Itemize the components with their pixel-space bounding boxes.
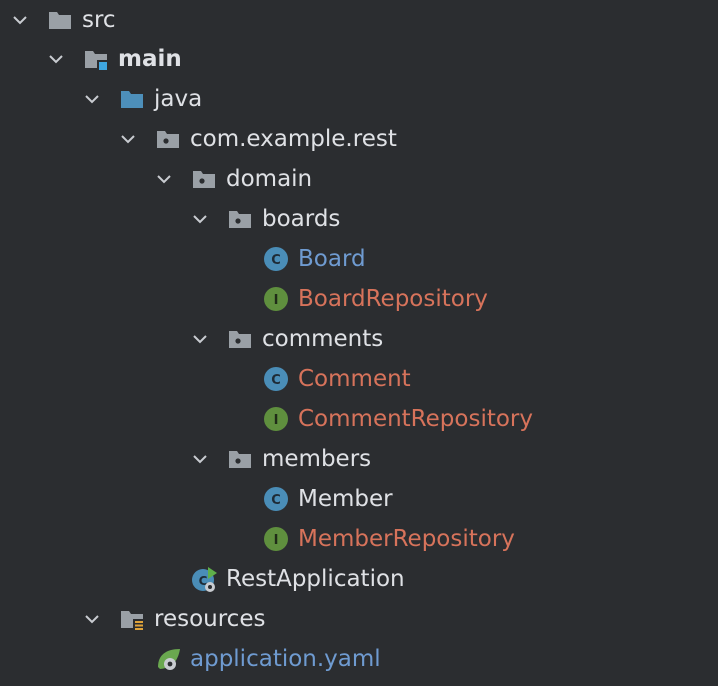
module-folder-icon: [82, 45, 110, 73]
package-icon: [226, 325, 254, 353]
package-icon: [226, 445, 254, 473]
class-icon: C: [262, 365, 290, 393]
interface-icon: I: [262, 525, 290, 553]
tree-row-boards[interactable]: boards: [0, 199, 718, 239]
package-icon: [226, 205, 254, 233]
tree-label-member-repository: MemberRepository: [298, 526, 515, 552]
svg-text:C: C: [271, 373, 281, 388]
svg-text:C: C: [271, 253, 281, 268]
chevron-down-icon[interactable]: [8, 8, 32, 32]
tree-row-board[interactable]: C Board: [0, 239, 718, 279]
tree-row-package-root[interactable]: com.example.rest: [0, 119, 718, 159]
svg-text:C: C: [271, 493, 281, 508]
class-icon: C: [262, 245, 290, 273]
tree-row-comment-repository[interactable]: I CommentRepository: [0, 399, 718, 439]
folder-icon: [46, 6, 74, 34]
tree-label-java: java: [154, 86, 203, 112]
tree-row-resources[interactable]: resources: [0, 599, 718, 639]
chevron-down-icon[interactable]: [188, 327, 212, 351]
tree-row-domain[interactable]: domain: [0, 159, 718, 199]
chevron-down-icon[interactable]: [80, 87, 104, 111]
tree-row-application-yaml[interactable]: application.yaml: [0, 639, 718, 679]
tree-label-application-yaml: application.yaml: [190, 646, 381, 672]
tree-label-resources: resources: [154, 606, 266, 632]
spring-boot-icon: C: [190, 565, 218, 593]
tree-label-comments: comments: [262, 326, 384, 352]
tree-label-comment-repository: CommentRepository: [298, 406, 533, 432]
tree-row-comments[interactable]: comments: [0, 319, 718, 359]
chevron-down-icon[interactable]: [80, 607, 104, 631]
tree-label-src: src: [82, 7, 116, 33]
chevron-down-icon[interactable]: [152, 167, 176, 191]
svg-text:I: I: [274, 413, 279, 428]
tree-label-board-repository: BoardRepository: [298, 286, 488, 312]
tree-row-main[interactable]: main: [0, 39, 718, 79]
svg-text:C: C: [199, 574, 208, 588]
chevron-down-icon[interactable]: [188, 447, 212, 471]
class-icon: C: [262, 485, 290, 513]
tree-row-board-repository[interactable]: I BoardRepository: [0, 279, 718, 319]
resources-folder-icon: [118, 605, 146, 633]
interface-icon: I: [262, 405, 290, 433]
svg-text:I: I: [274, 533, 279, 548]
chevron-down-icon[interactable]: [188, 207, 212, 231]
source-folder-icon: [118, 85, 146, 113]
tree-label-package-root: com.example.rest: [190, 126, 397, 152]
tree-row-rest-application[interactable]: C RestApplication: [0, 559, 718, 599]
tree-row-src[interactable]: src: [0, 0, 718, 40]
chevron-down-icon[interactable]: [44, 47, 68, 71]
interface-icon: I: [262, 285, 290, 313]
tree-label-rest-application: RestApplication: [226, 566, 405, 592]
package-icon: [154, 125, 182, 153]
tree-label-domain: domain: [226, 166, 313, 192]
tree-label-board: Board: [298, 246, 366, 272]
tree-row-member[interactable]: C Member: [0, 479, 718, 519]
tree-row-java[interactable]: java: [0, 79, 718, 119]
tree-label-main: main: [118, 46, 182, 72]
tree-label-member: Member: [298, 486, 393, 512]
package-icon: [190, 165, 218, 193]
tree-label-members: members: [262, 446, 372, 472]
chevron-down-icon[interactable]: [116, 127, 140, 151]
tree-row-members[interactable]: members: [0, 439, 718, 479]
spring-yaml-icon: [154, 645, 182, 673]
tree-row-member-repository[interactable]: I MemberRepository: [0, 519, 718, 559]
tree-label-comment: Comment: [298, 366, 411, 392]
tree-label-boards: boards: [262, 206, 341, 232]
tree-row-comment[interactable]: C Comment: [0, 359, 718, 399]
svg-text:I: I: [274, 293, 279, 308]
